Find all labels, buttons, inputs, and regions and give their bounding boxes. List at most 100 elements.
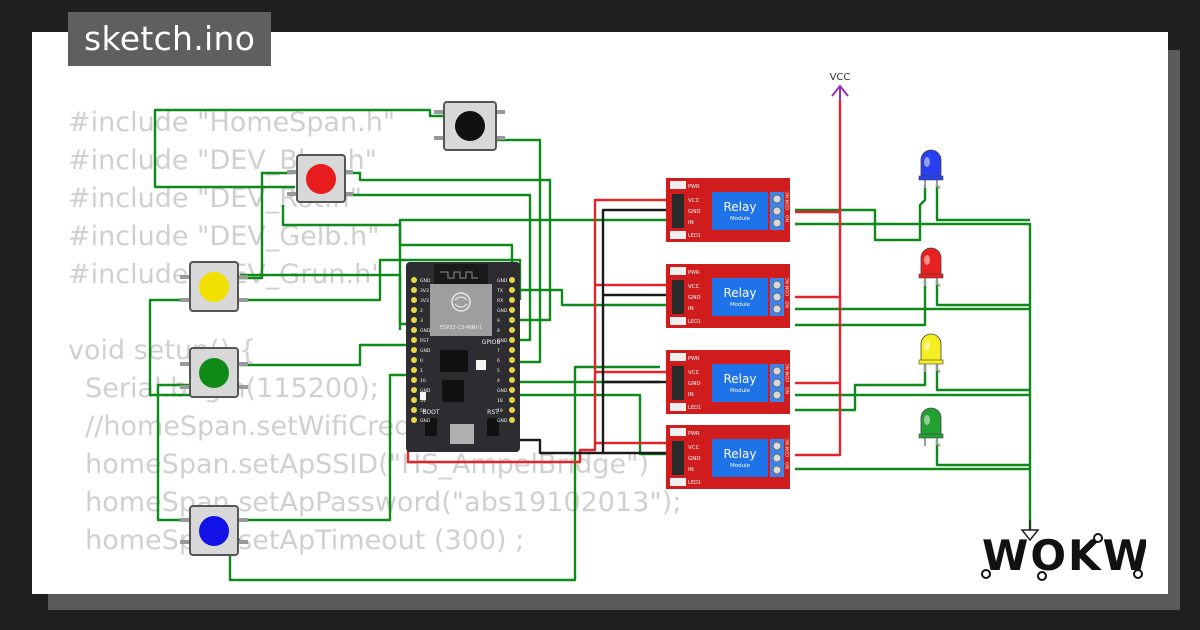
code-line: #include "HomeSpan.h" [68,107,396,138]
relay-sub-label: Module [730,388,751,394]
relay-pin-label: GND [688,209,701,215]
green-led[interactable] [918,407,944,447]
relay-pwr-label: PWR [688,184,700,190]
gpio8-label: GPIO8 [482,339,501,346]
code-line: homeSpan.setApTimeout (300) ; [68,525,525,556]
board-pin-label: GND [420,388,431,394]
relay-led-label: LED1 [688,480,701,486]
board-pin-label: GND [420,348,431,354]
board-pin-label: GND [497,278,508,284]
relay-pwr-label: PWR [688,356,700,362]
board-pin-label: 4 [497,378,500,384]
relay-label: Relay [724,447,757,461]
yellow-led[interactable] [918,333,944,373]
board-pin-label: 1 [420,368,423,374]
board-pin-label: 0 [420,358,423,364]
board-pin-label: 6 [497,358,500,364]
red-led[interactable] [918,247,944,287]
relay-label: Relay [724,286,757,300]
wokwi-logo: WOKWi [981,531,1146,581]
relay-terminal-label: NO [785,301,791,308]
vcc-label: VCC [830,72,851,83]
reset-button[interactable] [487,418,499,436]
relay-pin-label: VCC [688,445,700,451]
board-pin-label: 8 [497,328,500,334]
relay-terminal-label: NO [785,387,791,394]
file-title: sketch.ino [68,12,272,66]
esp32-c3-board[interactable]: ESP32-C3-MINI-1 GPIO8 BOOT RST GND3V33V3… [406,262,520,452]
code-line: #include "DEV_Gelb.h" [68,221,380,252]
board-pin-label: 2 [420,308,423,314]
board-pin-label: 3 [420,318,423,324]
board-pin-label: 5V [420,398,427,404]
relay-sub-label: Module [730,463,751,469]
board-pin-label: GND [420,278,431,284]
board-pin-label: GND [497,418,508,424]
board-pin-label: 5 [497,368,500,374]
relay-pin-label: IN [688,392,694,398]
relay-terminal-label: NC [785,363,791,370]
relay-terminal-label: COM [785,371,791,382]
board-pin-label: 3V3 [420,298,429,304]
board-pin-label: GND [497,308,508,314]
boot-label: BOOT [422,409,439,416]
relay-terminal-label: NC [785,191,791,198]
board-pin-label: 10 [420,378,426,384]
yellow-pushbutton[interactable] [180,261,248,312]
relay-pin-label: GND [688,381,701,387]
vcc-power-symbol[interactable]: VCC [830,72,851,101]
relay-sub-label: Module [730,302,751,308]
relay-terminal-label: NC [785,277,791,284]
red-pushbutton[interactable] [287,154,353,203]
relay-pwr-label: PWR [688,270,700,276]
board-pin-label: GND [497,388,508,394]
relay-pin-label: IN [688,306,694,312]
module-label: ESP32-C3-MINI-1 [440,325,482,331]
code-line: #include "DEV_Blau.h" [68,145,378,176]
relay-pin-label: VCC [688,284,700,290]
relay-pin-label: GND [688,295,701,301]
board-pin-label: 18 [497,398,503,404]
board-pin-label: 5V [420,408,427,414]
blue-led[interactable] [918,149,944,189]
relay-pwr-label: PWR [688,431,700,437]
relay-pin-label: VCC [688,198,700,204]
board-pin-label: 19 [497,408,503,414]
usb-port [450,424,474,444]
board-pin-label: 9 [497,318,500,324]
board-pin-label: GND [420,328,431,334]
relay-led-label: LED1 [688,405,701,411]
board-pin-label: 7 [497,348,500,354]
code-line: homeSpan.setApPassword("abs19102013"); [68,487,682,518]
relay-led-label: LED1 [688,319,701,325]
relay-pin-label: IN [688,220,694,226]
relay-pin-label: VCC [688,370,700,376]
relay-pin-label: IN [688,467,694,473]
black-pushbutton[interactable] [434,101,505,151]
board-pin-label: RX [497,298,503,304]
boot-button[interactable] [425,418,437,436]
blue-pushbutton[interactable] [180,505,248,556]
ground-symbol[interactable] [1020,520,1040,542]
board-pin-label: RST [420,338,429,344]
board-pin-label: GND [497,338,508,344]
relay-led-label: LED1 [688,233,701,239]
relay-terminal-label: COM [785,199,791,210]
relay-sub-label: Module [730,216,751,222]
green-pushbutton[interactable] [180,347,248,398]
rst-label: RST [487,409,499,416]
leds [918,149,944,447]
relay-pin-label: GND [688,456,701,462]
relay-label: Relay [724,200,757,214]
board-pin-label: GND [420,418,431,424]
relay-terminal-label: NO [785,215,791,222]
relay-terminal-label: COM [785,285,791,296]
relay-label: Relay [724,372,757,386]
simulation-canvas[interactable]: #include "HomeSpan.h" #include "DEV_Blau.… [32,32,1168,594]
